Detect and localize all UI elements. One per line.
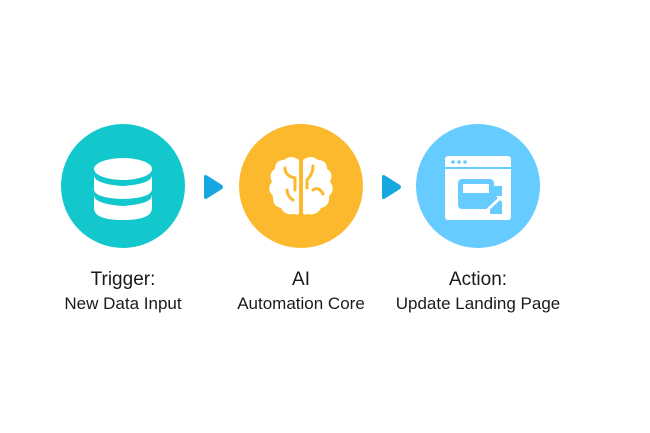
step-title: AI: [292, 269, 310, 290]
webpage-edit-icon: [416, 124, 540, 248]
trigger-label: Trigger: New Data Input: [23, 268, 223, 316]
arrow-right-icon: [382, 175, 401, 199]
action-node: [416, 124, 540, 248]
trigger-node: [61, 124, 185, 248]
arrow-right-icon: [204, 175, 223, 199]
ai-core-node: [239, 124, 363, 248]
database-icon: [61, 124, 185, 248]
ai-core-label: AI Automation Core: [201, 268, 401, 316]
brain-icon: [239, 124, 363, 248]
step-subtitle: Automation Core: [237, 294, 365, 313]
step-subtitle: Update Landing Page: [395, 294, 561, 313]
action-label: Action: Update Landing Page: [378, 268, 578, 316]
step-title: Action:: [448, 269, 508, 290]
step-title: Trigger:: [90, 269, 156, 290]
step-subtitle: New Data Input: [64, 294, 182, 313]
